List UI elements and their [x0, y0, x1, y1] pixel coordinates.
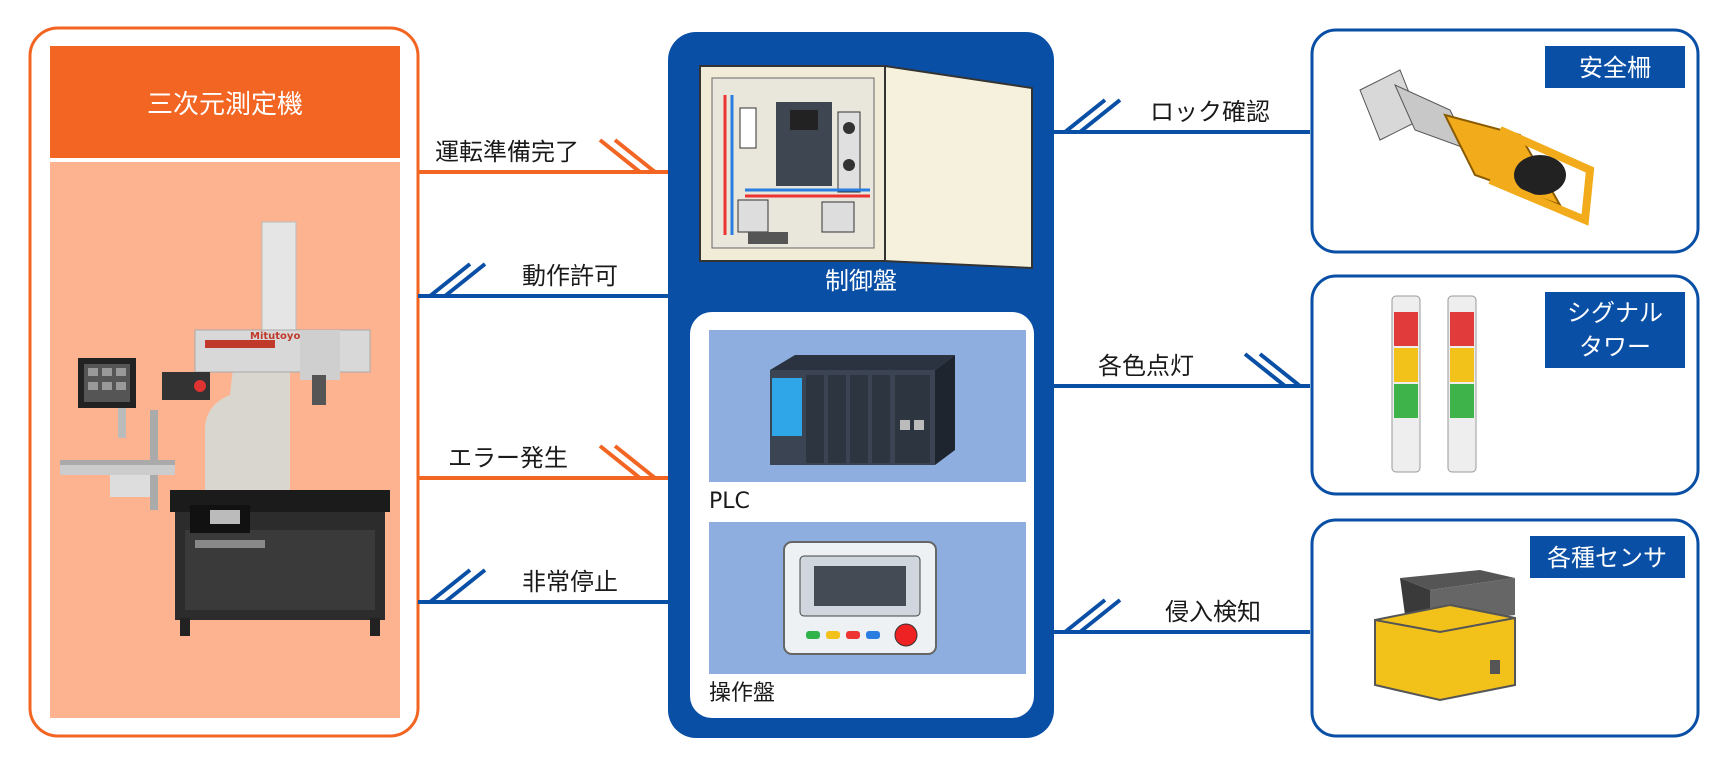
machine-title-box: 三次元測定機 — [50, 46, 400, 158]
signal-tower-icon — [1391, 295, 1477, 473]
connector-error — [418, 444, 668, 480]
connector-intrusion — [1054, 598, 1310, 634]
area-sensor-icon — [1374, 570, 1516, 702]
plc-icon — [770, 355, 955, 465]
sensor-label: 各種センサ — [1547, 544, 1667, 572]
plc-label: PLC — [709, 489, 750, 514]
signal-error-label: エラー発生 — [448, 444, 568, 472]
control-panel-label: 制御盤 — [825, 267, 897, 295]
signal-permit-label: 動作許可 — [522, 262, 618, 290]
signal-lamp-label: 各色点灯 — [1098, 352, 1194, 380]
signal-estop-label: 非常停止 — [522, 568, 618, 596]
connector-lamp — [1054, 352, 1310, 388]
tower-label-line2: タワー — [1579, 333, 1651, 361]
machine-panel — [28, 26, 420, 738]
operation-panel-label: 操作盤 — [709, 681, 775, 706]
fence-badge — [1545, 46, 1685, 88]
signal-ready-label: 運転準備完了 — [435, 138, 579, 166]
machine-brand: Mitutoyo — [250, 331, 301, 342]
sensor-badge — [1530, 536, 1685, 578]
safety-lock-icon — [1359, 69, 1595, 226]
signal-lock-label: ロック確認 — [1150, 98, 1270, 126]
machine-title: 三次元測定機 — [146, 89, 303, 120]
tower-badge — [1545, 292, 1685, 368]
cmm-machine-icon — [60, 221, 390, 636]
control-cabinet-icon — [699, 64, 1033, 270]
connector-permit — [418, 262, 668, 298]
connector-estop — [418, 568, 668, 604]
signal-intrusion-label: 侵入検知 — [1165, 598, 1261, 626]
fence-label: 安全柵 — [1579, 54, 1651, 82]
connector-lock — [1054, 98, 1310, 134]
connector-ready — [418, 138, 668, 174]
tower-label-line1: シグナル — [1567, 299, 1663, 327]
operation-panel-icon — [783, 541, 937, 655]
